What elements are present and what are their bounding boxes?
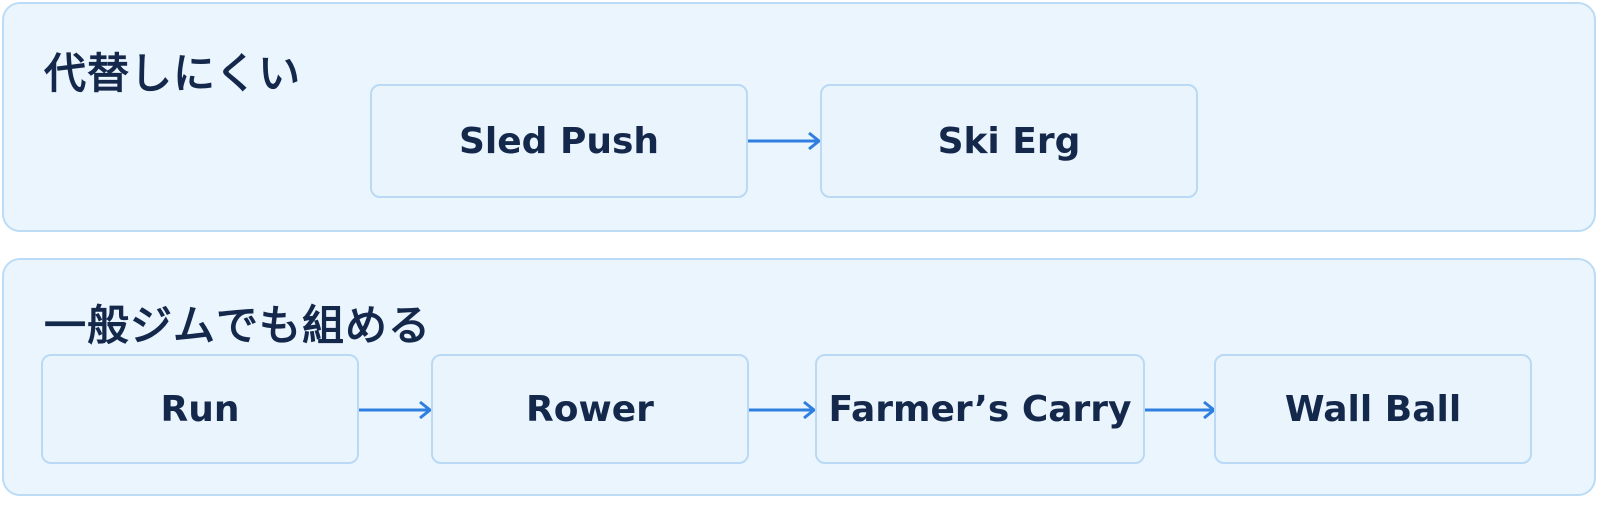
group-title: 代替しにくい: [44, 49, 302, 98]
step-label: Farmer’s Carry: [828, 388, 1132, 430]
step-node-wall-ball: Wall Ball: [1214, 354, 1532, 464]
flow-arrow: [748, 131, 822, 151]
step-node-ski-erg: Ski Erg: [820, 84, 1198, 198]
step-label: Run: [160, 388, 240, 430]
group-panel-hard-to-substitute: 代替しにくい: [2, 2, 1596, 232]
step-label: Sled Push: [458, 120, 660, 162]
step-node-farmers-carry: Farmer’s Carry: [815, 354, 1145, 464]
step-label: Rower: [526, 388, 654, 430]
flow-arrow: [749, 400, 817, 420]
step-node-sled-push: Sled Push: [370, 84, 748, 198]
step-node-run: Run: [41, 354, 359, 464]
flow-arrow: [359, 400, 433, 420]
group-title: 一般ジムでも組める: [44, 301, 432, 350]
step-label: Ski Erg: [937, 120, 1081, 162]
step-node-rower: Rower: [431, 354, 749, 464]
step-label: Wall Ball: [1284, 388, 1462, 430]
flow-arrow: [1145, 400, 1217, 420]
